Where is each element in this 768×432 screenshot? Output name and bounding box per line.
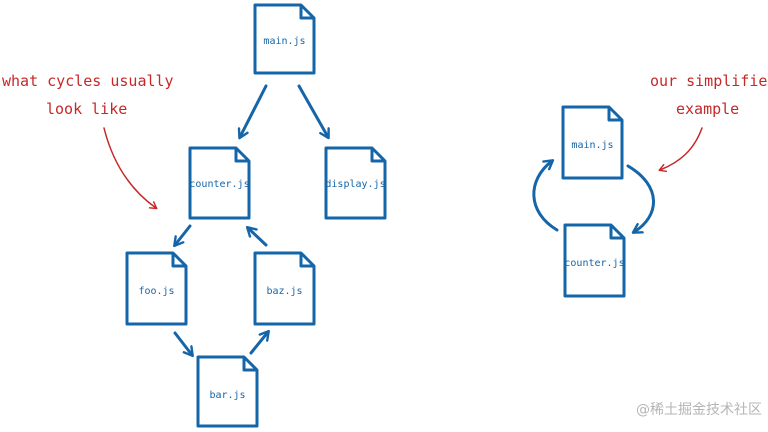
annotation-right-arrow [658, 127, 703, 173]
arrow-main-to-counter [237, 84, 268, 140]
annotation-right-line1: our simplified [650, 72, 768, 90]
file-foo-js: foo.js [125, 251, 188, 326]
file-label-display-js: display.js [325, 179, 385, 190]
file-baz-js: baz.js [253, 251, 316, 326]
file-main-js-simplified: main.js [561, 105, 624, 180]
file-label-bar-js: bar.js [209, 390, 245, 401]
arrow-main-to-counter-simplified [626, 164, 655, 234]
arrow-main-to-display [297, 84, 330, 140]
annotation-left: what cycles usually look like [2, 72, 174, 210]
annotation-left-line1: what cycles usually [2, 72, 174, 90]
annotation-left-arrow [103, 127, 158, 210]
arrow-counter-to-main-simplified [532, 159, 559, 232]
file-counter-js: counter.js [188, 146, 251, 220]
file-label-baz-js: baz.js [266, 286, 302, 297]
file-display-js: display.js [324, 146, 387, 220]
file-bar-js: bar.js [196, 355, 259, 428]
file-label-counter-js-simplified: counter.js [564, 258, 624, 269]
arrow-bar-to-baz [249, 329, 270, 355]
file-counter-js-simplified: counter.js [563, 223, 626, 298]
file-label-foo-js: foo.js [138, 286, 174, 297]
annotation-right-line2: example [676, 100, 739, 118]
annotation-right: our simplified example [650, 72, 768, 173]
arrow-foo-to-bar [173, 331, 194, 358]
watermark-text: @稀土掘金技术社区 [636, 402, 762, 418]
arrow-baz-to-counter [245, 225, 268, 247]
annotation-left-line2: look like [46, 100, 127, 118]
file-label-counter-js: counter.js [189, 179, 249, 190]
file-main-js: main.js [253, 3, 316, 75]
file-label-main-js: main.js [263, 36, 305, 47]
file-label-main-js-simplified: main.js [571, 140, 613, 151]
arrow-counter-to-foo [173, 224, 192, 248]
